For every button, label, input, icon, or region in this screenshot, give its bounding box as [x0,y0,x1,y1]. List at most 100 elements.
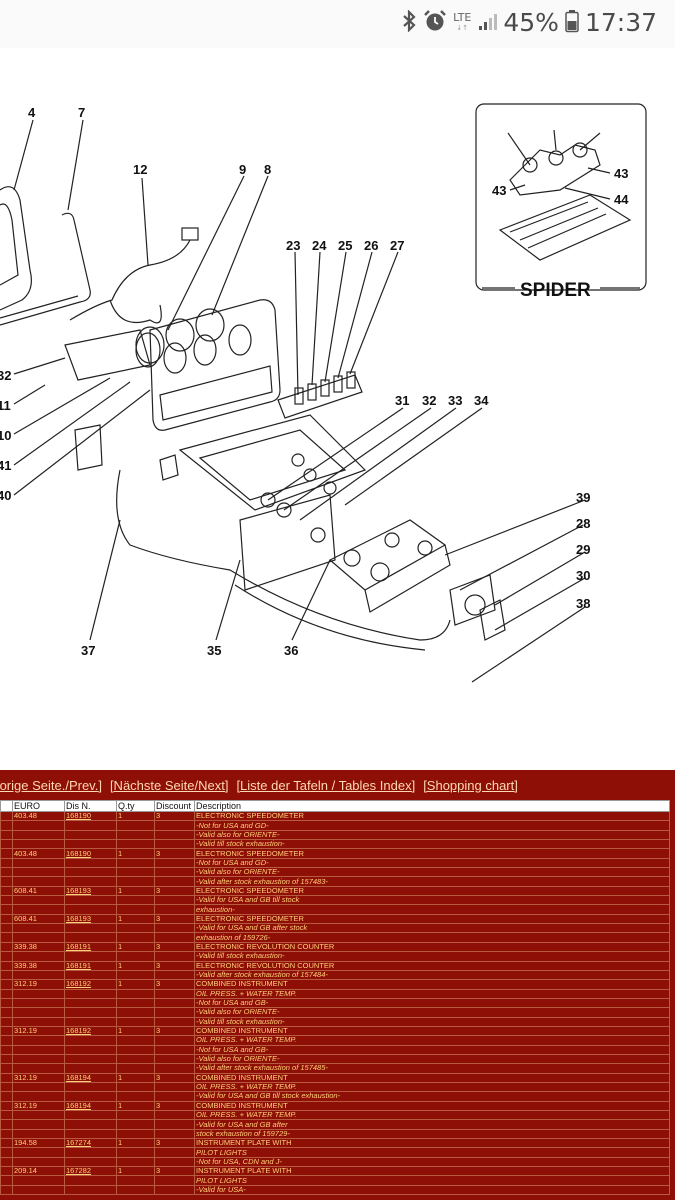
part-number-link[interactable]: 168194 [66,1072,92,1082]
part-number-link[interactable]: 168193 [66,913,92,923]
part-number-link[interactable]: 168193 [66,885,92,895]
callout-42: 32 [0,368,11,383]
cell-euro [12,904,65,915]
part-number-link[interactable]: 168192 [66,1026,92,1036]
part-number-link[interactable]: 168192 [66,979,92,989]
status-bar: LTE↓↑ 45% 17:37 [0,0,675,48]
cell-desc: -Valid till stock exhaustion- [194,1016,670,1027]
cell-euro: 312.19 [12,1025,65,1037]
cell-ref [0,1091,13,1102]
cell-desc: OIL PRESS. + WATER TEMP. [194,1081,670,1093]
cell-ref [0,951,13,962]
cell-ref [0,1007,13,1018]
cell-euro: 312.19 [12,1100,65,1112]
cell-euro [12,923,65,934]
callout-35: 35 [207,643,221,658]
cell-ref [0,820,13,831]
cell-desc: ELECTRONIC SPEEDOMETER [194,913,670,925]
cell-qty [116,1091,155,1102]
table-row: -Valid also for ORIENTE- [0,1007,670,1018]
cell-ref [0,867,13,878]
cell-ref [0,1063,13,1074]
column-header-qty: Q.ty [116,800,155,812]
cell-qty [116,1175,155,1186]
cell-euro: 608.41 [12,885,65,897]
cell-dis: 168194 [64,1072,117,1083]
part-number-link[interactable]: 167274 [66,1138,92,1148]
cell-euro [12,969,65,981]
part-number-link[interactable]: 168191 [66,941,92,951]
table-row: OIL PRESS. + WATER TEMP. [0,1109,670,1121]
cell-disc: 3 [154,1100,195,1112]
cell-qty [116,1128,155,1140]
shopping-chart-link[interactable]: [Shopping chart] [423,777,518,793]
cell-dis [64,1109,117,1121]
callout-23: 23 [286,238,300,253]
cell-desc: -Not for USA and GD- [194,820,670,831]
cell-disc [154,1063,195,1074]
cell-dis [64,1044,117,1055]
cell-qty: 1 [116,941,155,953]
inset-callout-43b: 43 [614,166,628,181]
column-header-description: Description [194,800,670,812]
part-number-link[interactable]: 168191 [66,960,92,970]
cell-desc: -Valid also for ORIENTE- [194,829,670,841]
cell-ref [0,941,13,953]
table-row: -Not for USA and GB- [0,1044,670,1055]
cell-dis [64,867,117,878]
cell-disc [154,904,195,915]
cell-ref [0,829,13,841]
cell-desc: ELECTRONIC SPEEDOMETER [194,810,670,822]
cell-euro [12,932,65,943]
cell-euro [12,1044,65,1055]
battery-icon [565,9,579,37]
callout-38: 38 [576,596,590,611]
table-row: -Valid after stock exhaustion of 157483- [0,876,670,887]
cell-desc: -Valid for USA and GB after stock [194,923,670,934]
cell-qty [116,867,155,878]
table-row: -Valid for USA and GB till stock [0,895,670,906]
cell-euro [12,1091,65,1102]
cell-euro: 339.38 [12,960,65,971]
cell-disc [154,1119,195,1130]
cell-qty: 1 [116,1100,155,1112]
cell-dis [64,839,117,850]
cell-ref [0,1100,13,1112]
cell-ref [0,1156,13,1168]
cell-disc [154,1007,195,1018]
cell-desc: -Valid for USA and GB after [194,1119,670,1130]
cell-disc: 3 [154,960,195,971]
part-number-link[interactable]: 167282 [66,1166,92,1176]
cell-ref [0,1053,13,1065]
cell-dis [64,923,117,934]
cell-dis: 168190 [64,810,117,822]
tables-index-link[interactable]: [Liste der Tafeln / Tables Index] [236,777,416,793]
cell-dis [64,1063,117,1074]
callout-33: 33 [448,393,462,408]
part-number-link[interactable]: 168190 [66,811,92,821]
cell-ref [0,857,13,869]
part-number-link[interactable]: 168194 [66,1100,92,1110]
callout-41: 41 [0,458,11,473]
part-number-link[interactable]: 168190 [66,848,92,858]
cell-dis [64,820,117,831]
cell-disc [154,951,195,962]
cell-euro [12,876,65,887]
cell-qty [116,951,155,962]
cell-ref [0,810,13,822]
page-navigation: [Vorige Seite./Prev.] [Nächste Seite/Nex… [0,770,675,800]
cell-euro: 608.41 [12,913,65,925]
inset-label: SPIDER [520,280,591,301]
next-page-link[interactable]: [Nächste Seite/Next] [109,777,229,793]
prev-page-link[interactable]: [Vorige Seite./Prev.] [0,777,102,793]
cell-qty [116,997,155,1009]
cell-desc: -Not for USA and GD- [194,857,670,869]
cell-euro [12,857,65,869]
table-row: exhaustion- [0,904,670,915]
cell-disc [154,876,195,887]
cell-euro [12,1016,65,1027]
cell-desc: -Valid after stock exhaustion of 157483- [194,876,670,887]
cell-qty [116,923,155,934]
